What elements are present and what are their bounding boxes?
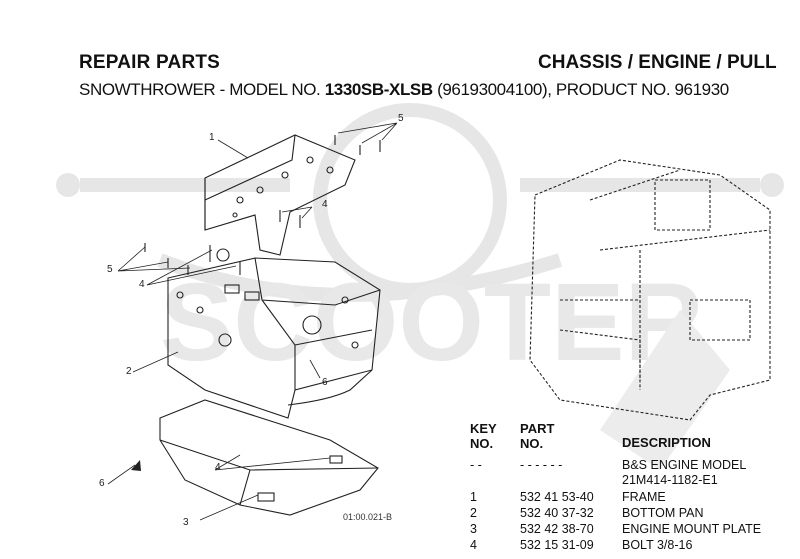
- header-description: DESCRIPTION: [622, 435, 711, 450]
- row-0-description-2: 21M414-1182-E1: [622, 473, 718, 487]
- row-1-part: 532 41 53-40: [520, 490, 594, 504]
- callout-6-frame: 6: [322, 377, 328, 388]
- row-1-key: 1: [470, 490, 477, 504]
- subtitle-suffix: (96193004100), PRODUCT NO. 961930: [432, 80, 729, 99]
- watermark-text: SCOOTER: [160, 261, 704, 384]
- section-title: REPAIR PARTS: [79, 52, 221, 73]
- header-key-line2: NO.: [470, 436, 494, 451]
- row-2-description: BOTTOM PAN: [622, 506, 704, 520]
- row-0-description: B&S ENGINE MODEL: [622, 458, 747, 472]
- row-3-key: 3: [470, 522, 477, 536]
- bottom-pan: [159, 399, 379, 516]
- direction-arrow: [131, 460, 141, 471]
- bolts: [144, 135, 381, 275]
- header-part-line1: PART: [520, 421, 555, 436]
- callout-4-left: 4: [139, 279, 145, 290]
- watermark-knob-right: [760, 173, 784, 197]
- row-1-description: FRAME: [622, 490, 666, 504]
- header-key-line1: KEY: [470, 421, 497, 436]
- row-2-key: 2: [470, 506, 477, 520]
- leader-lines: [107, 122, 398, 521]
- callout-1-frame: 2: [126, 366, 132, 377]
- callout-6-arrow: 6: [99, 478, 105, 489]
- watermark-swoosh: [157, 253, 563, 302]
- row-0-part: - - - - - -: [520, 458, 563, 472]
- callout-3: 1: [209, 132, 215, 143]
- engine-mount-plate: [204, 134, 356, 256]
- callout-5-left: 5: [107, 264, 113, 275]
- row-2-part: 532 40 37-32: [520, 506, 594, 520]
- model-number: 1330SB-XLSB: [324, 80, 433, 99]
- scooter-watermark: SCOOTER: [56, 103, 784, 470]
- figure-code: 01:00.021-B: [343, 512, 393, 522]
- category-title: CHASSIS / ENGINE / PULL: [538, 52, 777, 73]
- watermark-flourish: [600, 310, 730, 470]
- frame: [167, 257, 381, 419]
- row-4-description: BOLT 3/8-16: [622, 538, 693, 552]
- header-part-line2: NO.: [520, 436, 544, 451]
- model-subtitle: SNOWTHROWER - MODEL NO. 1330SB-XLSB (961…: [79, 80, 729, 100]
- callout-2: 3: [183, 517, 189, 528]
- row-0-key: - -: [470, 458, 482, 472]
- row-3-description: ENGINE MOUNT PLATE: [622, 522, 762, 536]
- callout-5-top: 5: [398, 113, 404, 124]
- header-key: KEY NO.: [470, 421, 497, 451]
- row-4-part: 532 15 31-09: [520, 538, 594, 552]
- header-part: PART NO.: [520, 421, 554, 451]
- watermark-knob-left: [56, 173, 80, 197]
- row-4-key: 4: [470, 538, 477, 552]
- row-3-part: 532 42 38-70: [520, 522, 594, 536]
- engine-outline: [529, 159, 771, 421]
- callout-4-right: 4: [322, 199, 328, 210]
- callout-1-pan: 4: [215, 462, 221, 473]
- subtitle-prefix: SNOWTHROWER - MODEL NO.: [79, 80, 325, 99]
